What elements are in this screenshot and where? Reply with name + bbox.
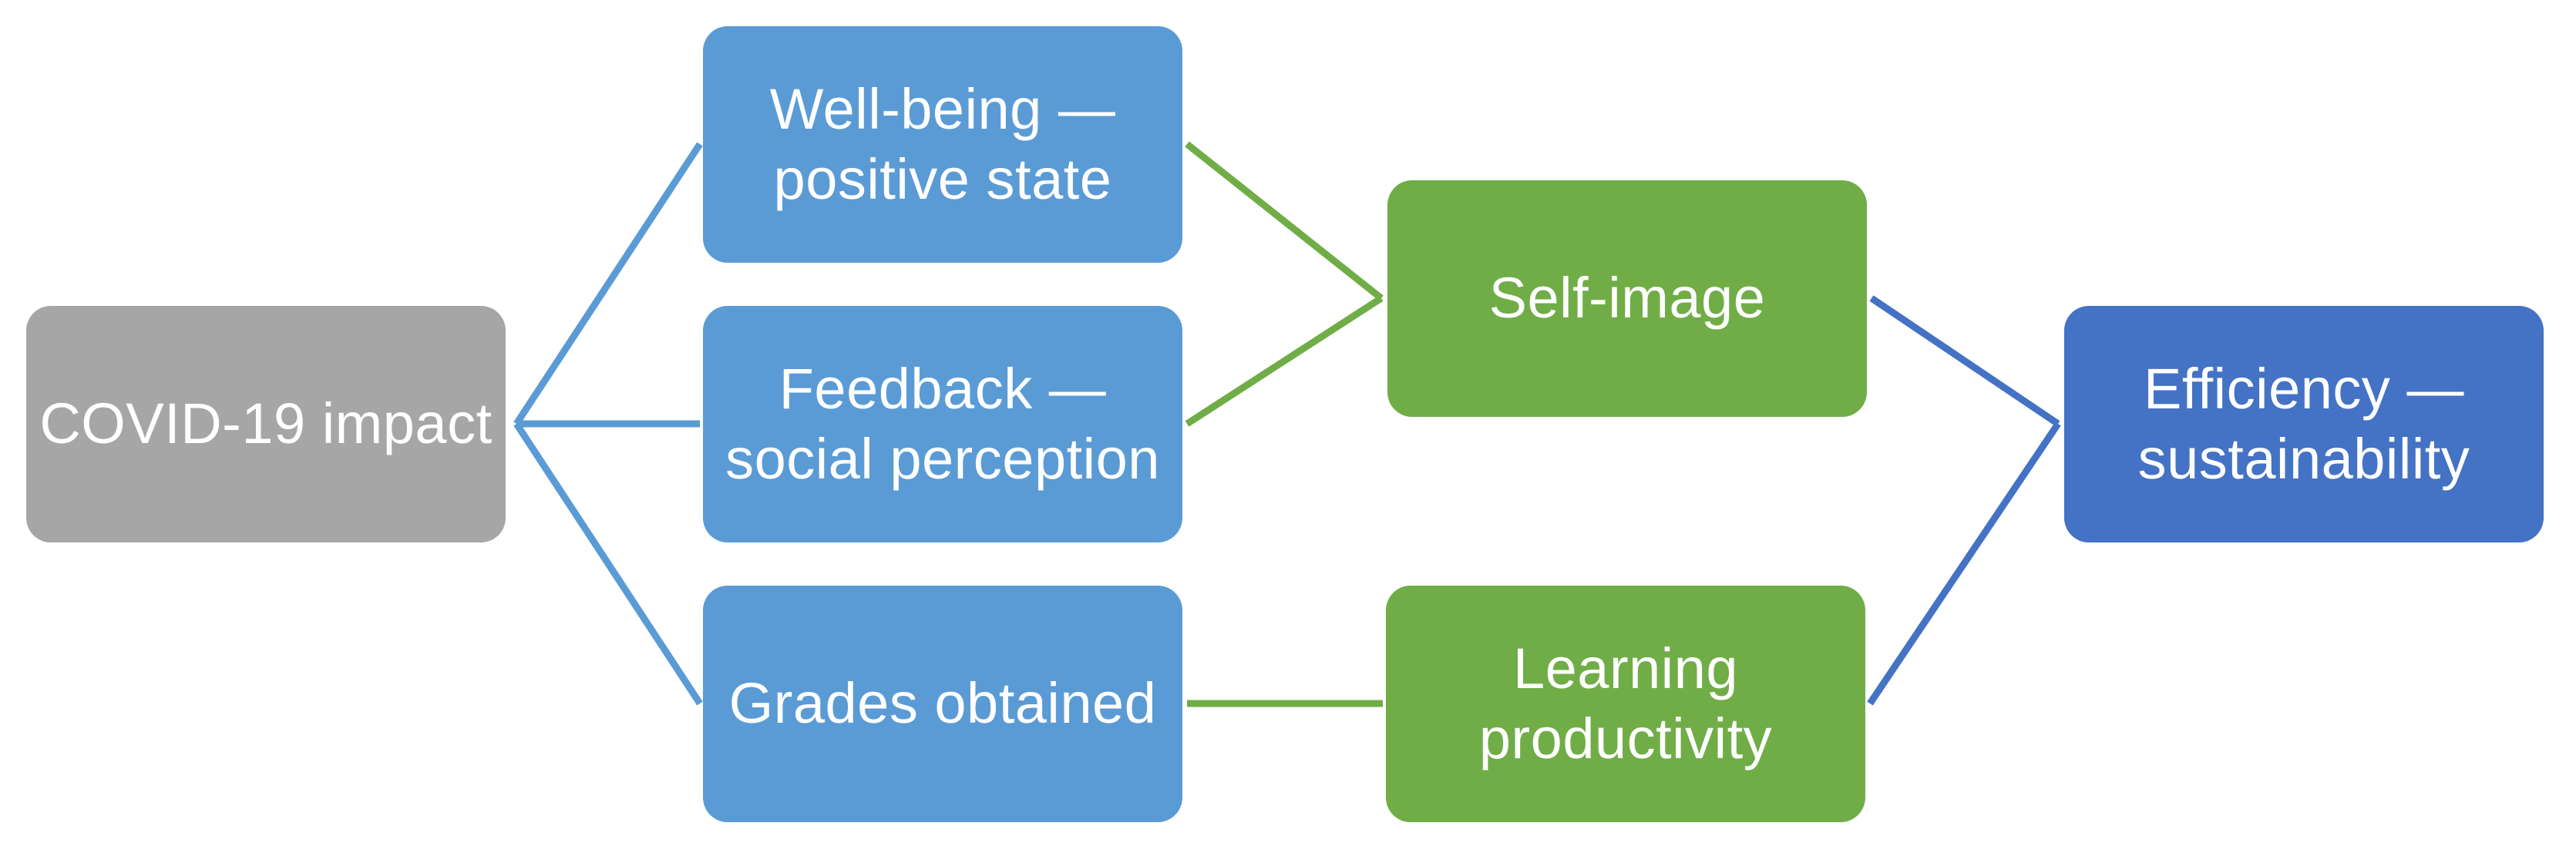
edge-covid-grades: [513, 421, 703, 706]
node-learning-productivity: Learning productivity: [1386, 586, 1865, 822]
node-label-line: Feedback —: [779, 357, 1107, 421]
node-grades-obtained: Grades obtained: [703, 586, 1182, 822]
node-feedback-social-perception: Feedback — social perception: [703, 306, 1182, 542]
node-label-line: productivity: [1478, 706, 1773, 771]
edge-covid-wellbeing: [513, 142, 703, 426]
edge-learning-efficiency: [1867, 421, 2061, 706]
edge-feedback-selfimage: [1185, 295, 1384, 427]
node-label-line: Grades obtained: [728, 671, 1157, 736]
node-label-line: COVID-19 impact: [39, 391, 493, 456]
node-label-line: Efficiency —: [2144, 357, 2464, 421]
edge-selfimage-efficiency: [1869, 295, 2060, 427]
node-well-being-positive-state: Well-being — positive state: [703, 26, 1182, 263]
node-label-line: social perception: [725, 426, 1160, 491]
node-label-line: Well-being —: [769, 77, 1116, 142]
node-self-image: Self-image: [1387, 180, 1867, 417]
node-label-line: Learning: [1512, 636, 1738, 701]
node-covid-19-impact: COVID-19 impact: [26, 306, 506, 542]
edge-wellbeing-selfimage: [1185, 141, 1384, 301]
node-label-line: positive state: [773, 146, 1112, 211]
node-label-line: Self-image: [1488, 266, 1766, 331]
node-efficiency-sustainability: Efficiency — sustainability: [2064, 306, 2544, 542]
node-label-line: sustainability: [2137, 426, 2470, 491]
